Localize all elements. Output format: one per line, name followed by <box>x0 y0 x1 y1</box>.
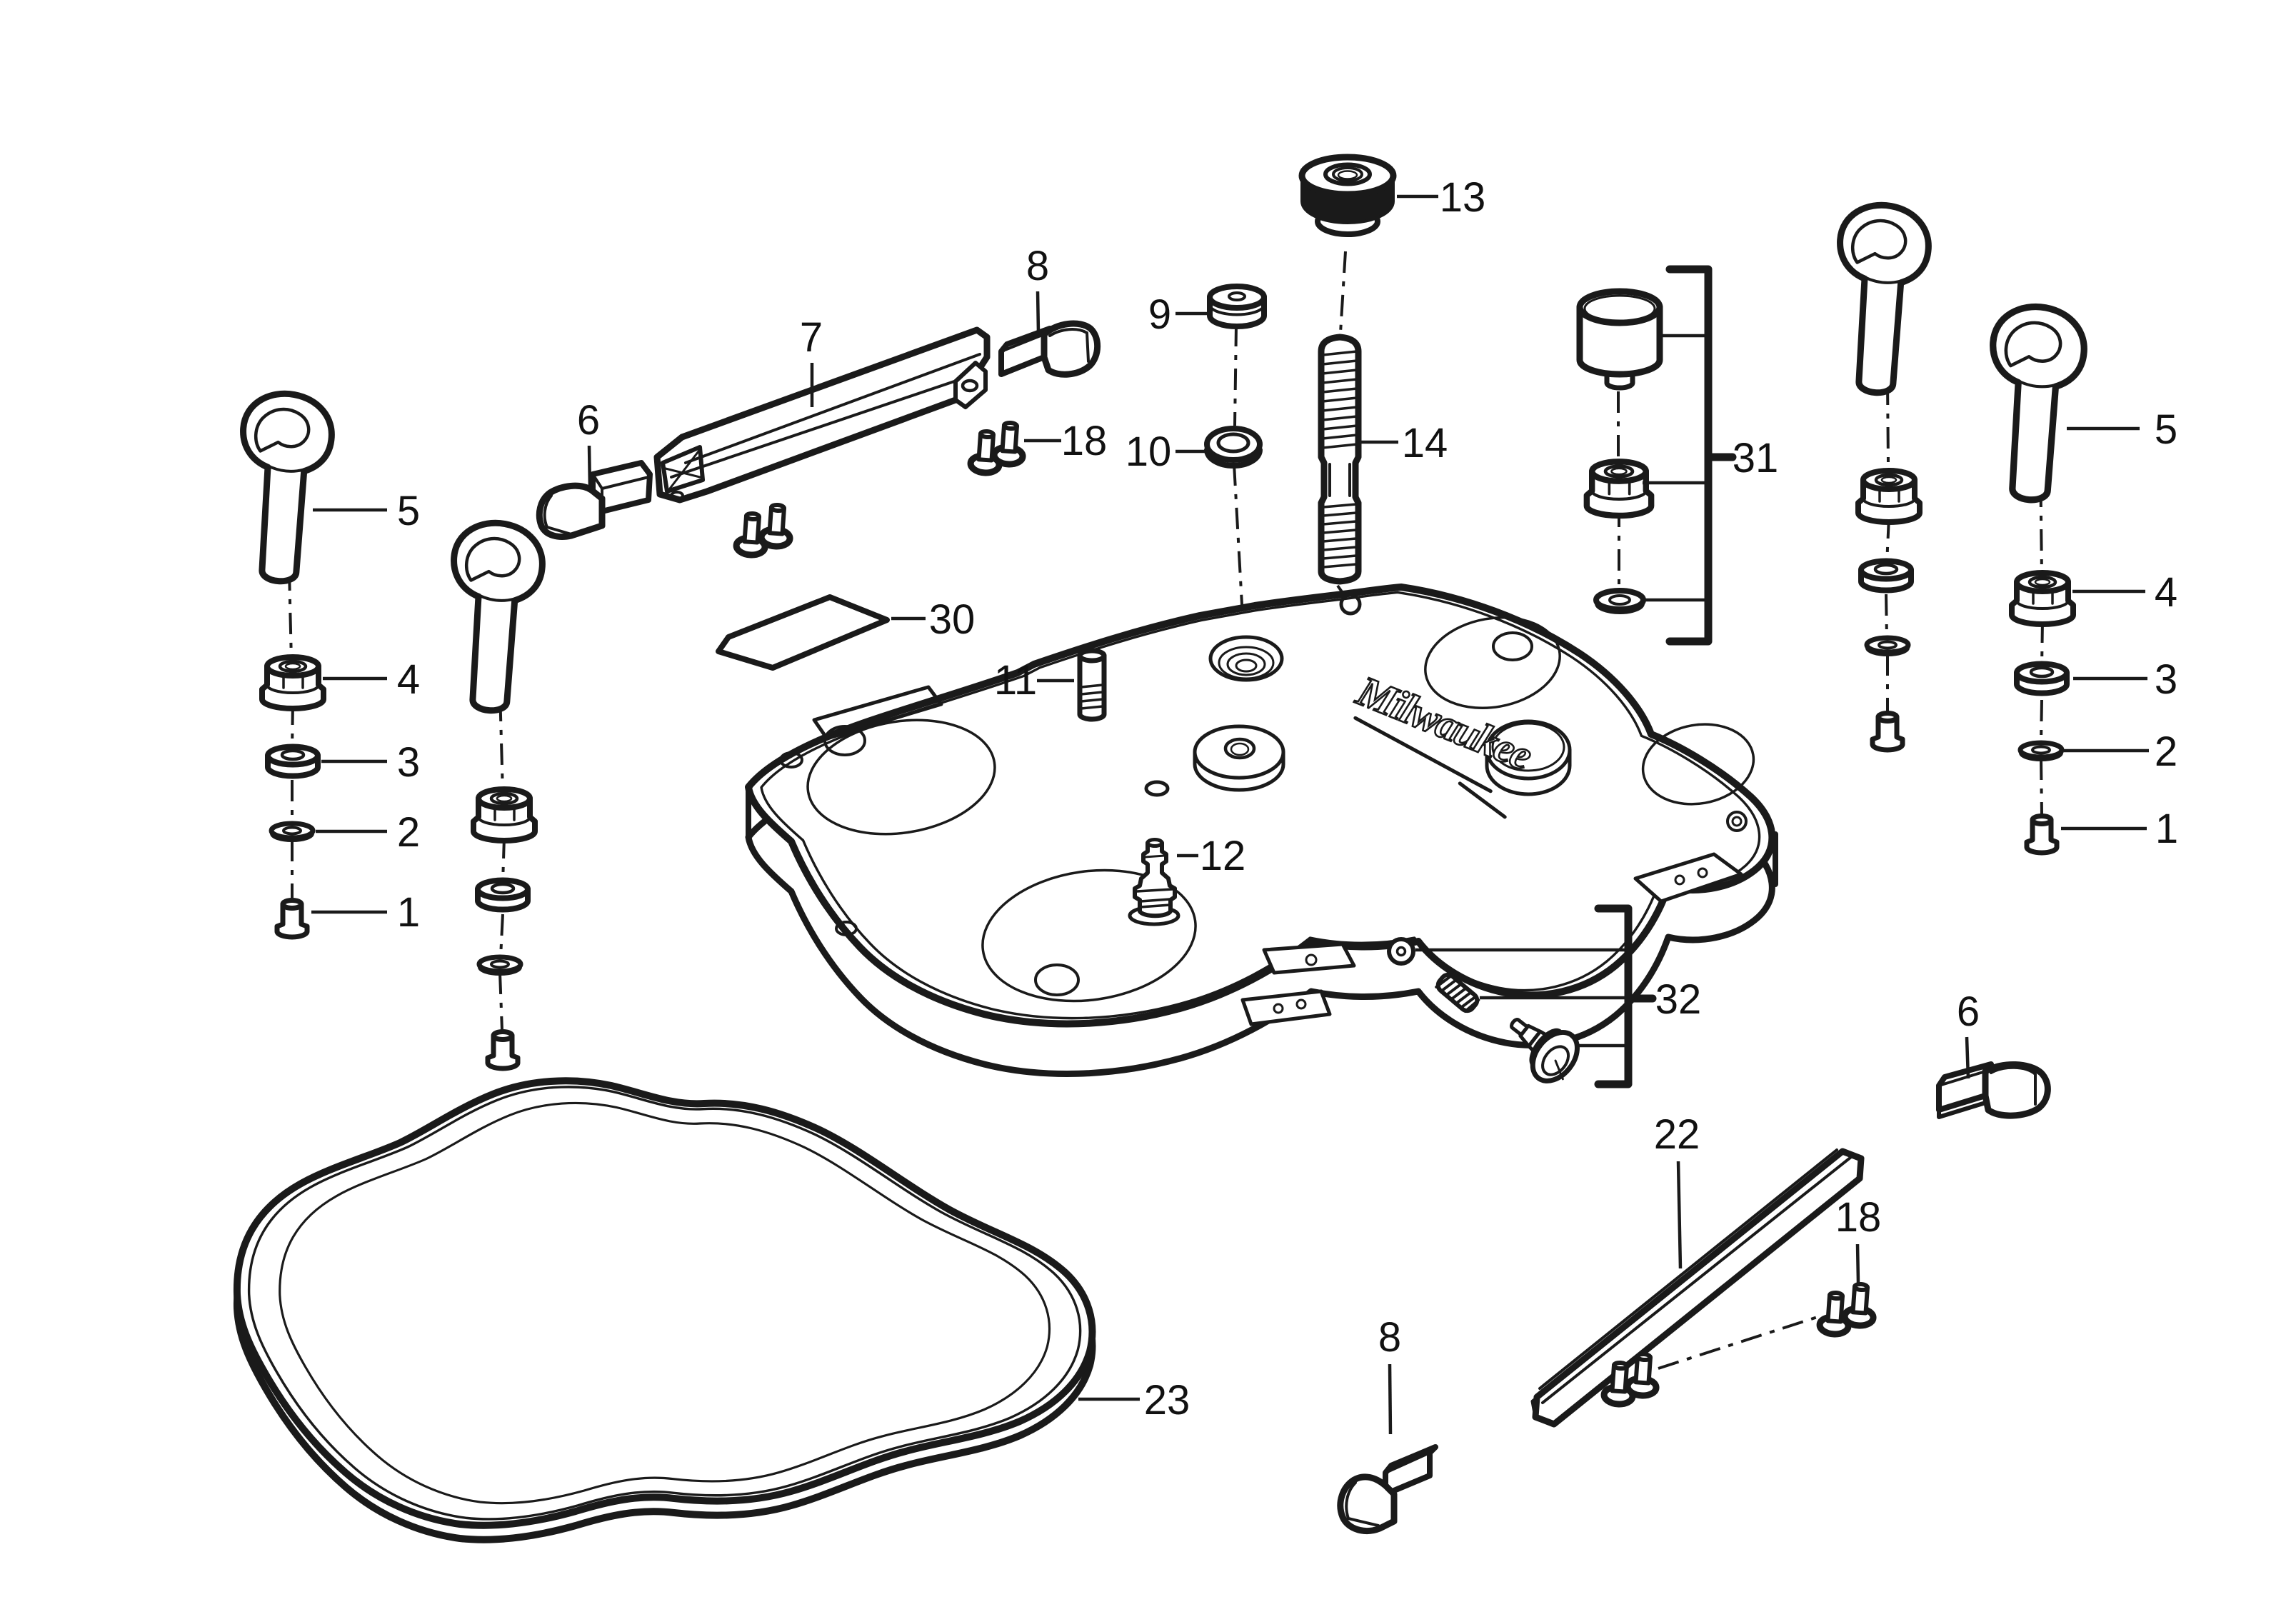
callout-label: 23 <box>1144 1377 1190 1423</box>
callout-label: 3 <box>2155 656 2177 703</box>
callout-label: 11 <box>994 657 1037 704</box>
callout-label: 10 <box>1126 429 1172 475</box>
part-13-knob <box>1298 154 1397 237</box>
callout-label: 7 <box>800 314 823 361</box>
callout-5-right: 5 <box>2067 406 2177 453</box>
eyebolt-column-third <box>1830 202 1931 750</box>
part-6-end-cap-bottom-right <box>1936 1061 2051 1119</box>
callout-2-right: 2 <box>2064 729 2177 775</box>
bracket-32 <box>1594 904 1657 1088</box>
callout-5-left: 5 <box>313 488 420 534</box>
callout-18-bottom: 18 <box>1835 1194 1882 1283</box>
callout-11: 11 <box>994 657 1074 704</box>
part-10-ring <box>1204 426 1263 469</box>
callout-18-top: 18 <box>1024 418 1107 464</box>
callout-8-bottom: 8 <box>1378 1314 1401 1435</box>
part-22-rail <box>1530 1148 1865 1428</box>
callout-label: 12 <box>1200 833 1246 879</box>
right-boss <box>1485 719 1572 796</box>
callout-6-top-left: 6 <box>577 397 600 489</box>
callout-label: 9 <box>1148 291 1171 338</box>
part-31-cap <box>1576 288 1663 391</box>
callout-8-top: 8 <box>1026 243 1049 334</box>
callout-label: 5 <box>2155 406 2177 453</box>
callout-label: 6 <box>577 397 600 444</box>
callout-4-left: 4 <box>323 656 420 703</box>
callout-label: 6 <box>1957 988 1980 1035</box>
recess-circle-left <box>806 719 996 836</box>
callout-1-left: 1 <box>311 889 420 936</box>
callout-label: 30 <box>929 596 976 643</box>
part-23-tray <box>233 1077 1096 1543</box>
group-31 <box>1576 265 1737 646</box>
recess-circle-top-right <box>1424 616 1561 709</box>
part-32-spring <box>1435 972 1480 1013</box>
callout-label: 2 <box>397 809 420 856</box>
callout-23: 23 <box>1078 1377 1190 1423</box>
callout-label: 1 <box>397 889 420 936</box>
callout-9: 9 <box>1148 291 1213 338</box>
center-boss <box>1193 724 1285 792</box>
part-8-end-cap-top <box>998 320 1101 378</box>
part-7-rail <box>653 326 991 504</box>
screw-pair-top <box>970 422 1025 474</box>
callout-label: 31 <box>1733 435 1779 481</box>
callout-label: 4 <box>397 656 420 703</box>
callout-32: 32 <box>1655 976 1702 1023</box>
screw-pair-bottom-upper <box>1819 1283 1875 1336</box>
callout-30: 30 <box>891 596 975 643</box>
callout-2-left: 2 <box>316 809 420 856</box>
screw-pair-below-rail <box>736 504 792 556</box>
callout-12: 12 <box>1177 833 1245 879</box>
callout-label: 18 <box>1061 418 1108 464</box>
group-32 <box>1387 904 1657 1088</box>
threaded-recess <box>1208 635 1284 682</box>
part-14-stud <box>1318 334 1362 585</box>
part-9-cap <box>1207 284 1267 329</box>
callout-22: 22 <box>1654 1111 1700 1269</box>
part-31-washer <box>1593 588 1646 614</box>
callout-14: 14 <box>1361 420 1448 466</box>
edge-tab-bottom-center <box>1262 942 1356 975</box>
part-8-end-cap-bottom <box>1337 1444 1438 1534</box>
callout-label: 2 <box>2155 729 2177 775</box>
callout-3-left: 3 <box>321 739 420 786</box>
part-32-washer <box>1387 937 1415 966</box>
part-32-detent <box>1510 1018 1580 1083</box>
part-6-end-cap-top-left <box>536 460 653 540</box>
eyebolt-column-right <box>1982 304 2087 853</box>
base-plate: Milwaukee <box>745 584 1778 1077</box>
callout-label: 22 <box>1654 1111 1700 1158</box>
part-30-label-plate <box>716 594 890 671</box>
callout-label: 18 <box>1835 1194 1882 1241</box>
part-11-stud <box>1077 648 1107 722</box>
recess-circle-bottom <box>981 868 1197 1003</box>
callout-6-bottom-right: 6 <box>1957 988 1980 1079</box>
callout-label: 8 <box>1026 243 1049 289</box>
eyebolt-column-second <box>443 520 545 1068</box>
edge-tab-right <box>1633 852 1743 903</box>
eyebolt-column-left <box>233 391 334 937</box>
callouts: 5 4 3 2 1 6 7 8 <box>311 174 2178 1435</box>
callout-label: 8 <box>1378 1314 1401 1361</box>
callout-3-right: 3 <box>2073 656 2177 703</box>
callout-13: 13 <box>1397 174 1485 221</box>
callout-label: 32 <box>1655 976 1702 1023</box>
callout-1-right: 1 <box>2061 806 2178 852</box>
recess-circle-right <box>1641 723 1755 806</box>
callout-label: 5 <box>397 488 420 534</box>
callout-label: 13 <box>1440 174 1486 221</box>
callout-7: 7 <box>800 314 823 407</box>
callout-label: 4 <box>2155 569 2177 616</box>
part-12-valve <box>1128 838 1180 926</box>
callout-label: 3 <box>397 739 420 786</box>
edge-tab-bottom-left <box>1240 989 1332 1026</box>
callout-label: 14 <box>1402 420 1448 466</box>
callout-10: 10 <box>1126 429 1205 475</box>
callout-31: 31 <box>1733 435 1779 481</box>
bracket-31 <box>1665 265 1737 646</box>
callout-4-right: 4 <box>2072 569 2177 616</box>
callout-label: 1 <box>2155 806 2178 852</box>
